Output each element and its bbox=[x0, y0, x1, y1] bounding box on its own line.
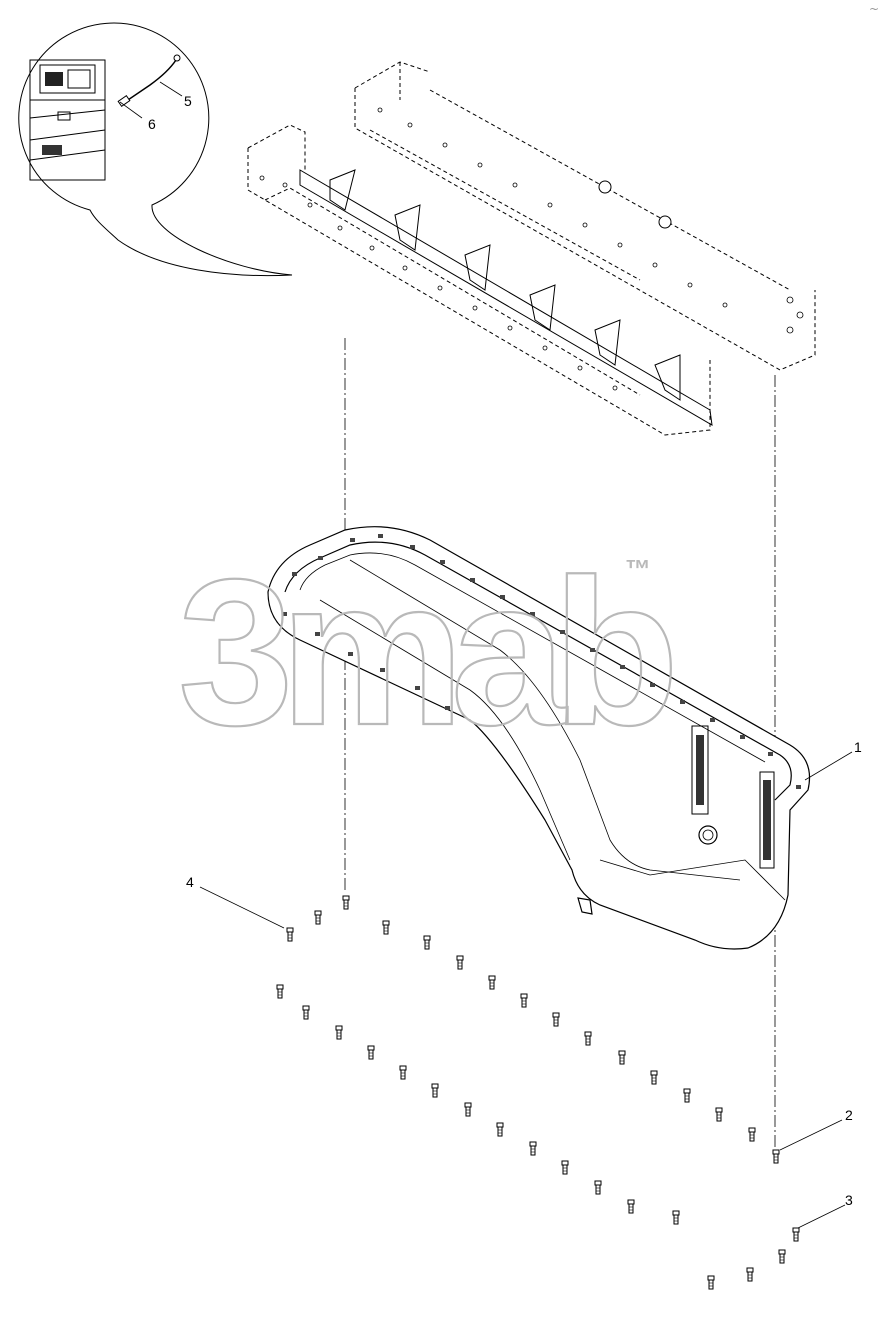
detail-inset bbox=[18, 22, 293, 277]
callout-2: 2 bbox=[845, 1107, 853, 1123]
sensor-cable bbox=[117, 54, 181, 108]
bearing-caps bbox=[299, 169, 713, 426]
callout-5: 5 bbox=[184, 93, 192, 109]
block-holes bbox=[259, 107, 804, 391]
engine-block-outline bbox=[247, 61, 816, 436]
callout-4: 4 bbox=[186, 874, 194, 890]
bolt-row-lower bbox=[276, 984, 680, 1225]
svg-text:3mab: 3mab bbox=[178, 537, 671, 769]
corner-mark: ~ bbox=[868, 2, 879, 16]
callout-6: 6 bbox=[148, 116, 156, 132]
leader-lines bbox=[199, 751, 853, 1229]
watermark: 3mab ™ bbox=[177, 536, 687, 770]
svg-text:™: ™ bbox=[625, 554, 651, 584]
oil-pan bbox=[267, 526, 811, 950]
inset-engine-detail bbox=[29, 59, 106, 181]
bolt-group-short bbox=[707, 1227, 800, 1290]
callout-labels: 1 2 3 4 5 6 bbox=[148, 93, 862, 1208]
pan-flange-holes bbox=[282, 534, 801, 789]
callout-3: 3 bbox=[845, 1192, 853, 1208]
callout-1: 1 bbox=[854, 739, 862, 755]
